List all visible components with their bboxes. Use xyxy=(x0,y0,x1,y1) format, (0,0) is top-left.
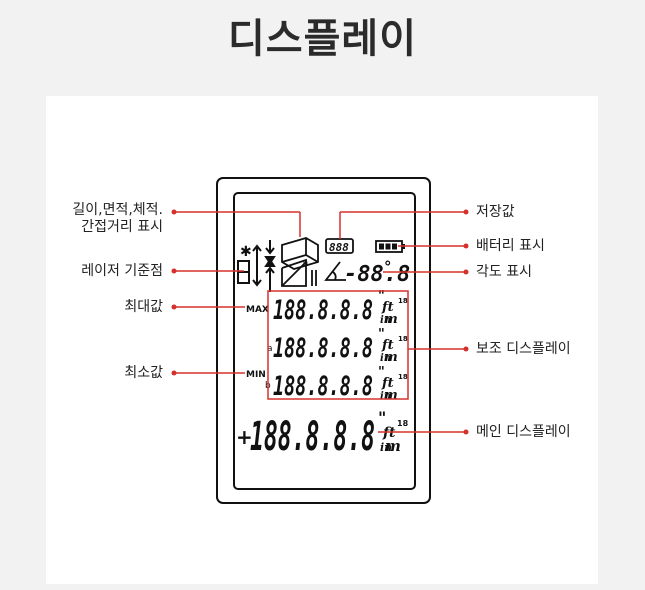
main-row: + 188.8.8.8 " ft m 18 in xyxy=(236,408,409,460)
aux-row-2: 188.8.8.8 " ft m 18 in xyxy=(273,327,408,365)
unit-18: 18 xyxy=(398,297,408,305)
memory-digits: 888 xyxy=(329,241,349,254)
leader-measure-mode xyxy=(171,209,301,237)
unit-prime: " xyxy=(378,289,385,304)
unit-m: m xyxy=(384,312,398,327)
callout-angle: 각도 표시 xyxy=(476,264,532,280)
leader-max xyxy=(171,304,245,310)
aux-row-1: 188.8.8.8 " ft m 18 in xyxy=(273,289,408,327)
svg-text:θ: θ xyxy=(303,259,308,268)
callout-measure-mode-line1: 길이,면적,체적. xyxy=(72,202,163,218)
unit-prime: " xyxy=(378,365,385,380)
main-sign: + xyxy=(236,425,253,449)
page-title: 디스플레이 xyxy=(228,16,417,62)
callout-measure-mode-line2: 간접거리 표시 xyxy=(81,219,163,235)
callout-laser-reference: 레이저 기준점 xyxy=(81,263,163,279)
callout-main-display: 메인 디스플레이 xyxy=(476,424,571,440)
unit-18: 18 xyxy=(398,373,408,381)
aux-digits: 188.8.8.8 xyxy=(273,333,373,364)
aux-row-3: 188.8.8.8 " ft m 18 in xyxy=(273,365,408,403)
unit-ft: ft xyxy=(382,425,396,441)
unit-18: 18 xyxy=(398,335,408,343)
lcd-inner-frame xyxy=(233,192,416,490)
leader-laser-reference xyxy=(171,268,244,274)
max-label: MAX xyxy=(246,305,269,315)
row-a-label: a xyxy=(267,344,273,354)
unit-18: 18 xyxy=(397,419,409,428)
leader-angle xyxy=(383,269,469,275)
unit-m: m xyxy=(385,437,401,455)
aux-digits: 188.8.8.8 xyxy=(273,371,373,402)
unit-in: in xyxy=(380,315,391,326)
min-label: MIN xyxy=(246,370,266,380)
measure-mode-icon: θ xyxy=(281,237,319,287)
angle-digits: -88.8 xyxy=(344,262,410,287)
unit-m: m xyxy=(384,350,398,365)
svg-text:✱: ✱ xyxy=(240,244,252,260)
aux-digits: 188.8.8.8 xyxy=(273,295,373,326)
unit-in: in xyxy=(380,353,391,364)
unit-prime: " xyxy=(378,408,386,427)
angle-icon xyxy=(324,261,346,281)
unit-ft: ft xyxy=(381,338,394,353)
callout-battery: 배터리 표시 xyxy=(476,238,545,254)
leader-min xyxy=(171,370,245,376)
unit-in: in xyxy=(380,441,392,454)
aux-display-highlight xyxy=(267,290,409,400)
callout-measure-mode: 길이,면적,체적. 간접거리 표시 xyxy=(72,202,163,236)
reference-arrows-icon xyxy=(264,240,276,292)
leader-memory xyxy=(339,209,469,239)
callout-min: 최소값 xyxy=(124,365,163,381)
unit-ft: ft xyxy=(381,300,394,315)
unit-in: in xyxy=(380,391,391,402)
callout-memory: 저장값 xyxy=(476,204,515,220)
callout-max: 최대값 xyxy=(124,299,163,315)
leader-main-display xyxy=(378,429,469,435)
unit-ft: ft xyxy=(381,376,394,391)
callout-aux-display: 보조 디스플레이 xyxy=(476,341,571,357)
leader-aux-display xyxy=(408,346,469,352)
main-digits: 188.8.8.8 xyxy=(250,414,375,460)
unit-prime: " xyxy=(378,327,385,342)
laser-reference-icon: ✱ xyxy=(237,244,262,287)
angle-degree-symbol: ° xyxy=(384,258,392,276)
leader-battery xyxy=(398,243,469,249)
